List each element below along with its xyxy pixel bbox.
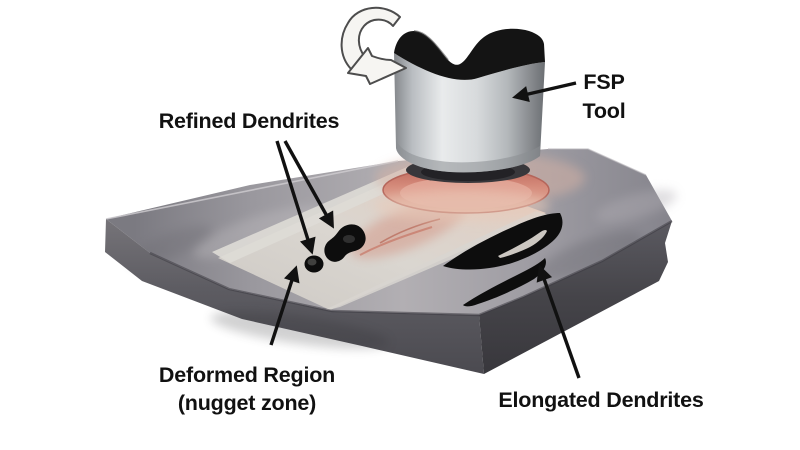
- slab-front-right-face: [479, 221, 672, 374]
- arrow-elongated-dendrites: [536, 264, 581, 379]
- refined-dendrite-large-sheen: [343, 235, 355, 243]
- fsp-tool: [394, 28, 545, 183]
- slab-back-edge: [105, 160, 399, 220]
- slab-front-edge-shadow: [149, 219, 673, 317]
- tool-body: [394, 53, 545, 173]
- annotation-arrows: [269, 81, 581, 379]
- arrow-refined-dendrites-2: [283, 140, 334, 229]
- labels: Refined Dendrites FSP Tool Deformed Regi…: [159, 70, 704, 415]
- rotation-arrow-icon: [340, 6, 407, 85]
- arrow-refined-dendrites-1: [275, 140, 316, 255]
- elongated-dendrites-label: Elongated Dendrites: [498, 388, 704, 412]
- arrow-deformed-region: [269, 265, 300, 346]
- tool-body-bottom-shade: [396, 140, 540, 173]
- refined-dendrite-large: [324, 224, 366, 262]
- refined-dendrite-blobs: [304, 224, 366, 273]
- fsp-tool-label-line2: Tool: [583, 99, 626, 123]
- slab-front-left-face: [105, 219, 484, 374]
- refined-dendrite-small-sheen: [307, 258, 317, 266]
- elongated-dendrite-lower: [463, 258, 546, 307]
- deformed-region-label-line1: Deformed Region: [159, 363, 335, 387]
- slab-back-edge-right: [548, 148, 647, 176]
- rotation-arrow-head: [347, 47, 407, 85]
- tool-cap-sheen: [413, 30, 449, 61]
- channel-heat-streak-1: [359, 226, 433, 256]
- deformed-region-label-line2: (nugget zone): [178, 391, 316, 415]
- heat-disc-glow-bottom: [374, 190, 550, 222]
- elongated-dendrite-streaks: [443, 213, 563, 307]
- arrow-fsp-tool: [512, 81, 577, 103]
- refined-dendrites-label: Refined Dendrites: [159, 109, 340, 133]
- elongated-dendrite-slit: [498, 229, 547, 258]
- front-face-shade: [210, 311, 390, 349]
- fsp-tool-label-line1: FSP: [583, 70, 624, 94]
- elongated-dendrite-upper: [443, 213, 563, 270]
